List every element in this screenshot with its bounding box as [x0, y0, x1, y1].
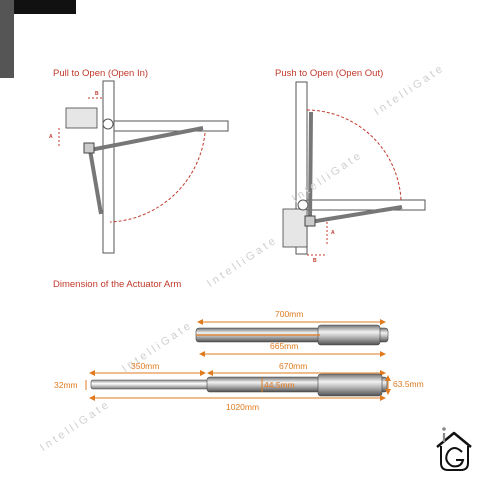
heading-pull-to-open: Pull to Open (Open In) [53, 68, 149, 79]
push-actuator-open [308, 111, 313, 223]
pull-actuator-open [88, 149, 103, 215]
push-marker-a: A [331, 230, 335, 236]
extended-rod [90, 379, 210, 390]
actuator-extended [85, 370, 391, 401]
dim-label-1020: 1020mm [226, 402, 260, 412]
retracted-motor [317, 324, 381, 346]
pull-post [102, 80, 115, 254]
dim-label-350: 350mm [131, 361, 160, 371]
push-actuator-closed [309, 205, 403, 224]
push-hinge [297, 199, 309, 211]
corner-strip [0, 0, 14, 78]
pull-gate-leaf [113, 120, 229, 132]
heading-actuator-dimension: Dimension of the Actuator Arm [53, 279, 182, 290]
pull-marker-b: B [95, 91, 99, 97]
pull-bracket-block [65, 107, 98, 129]
intelligate-logo [436, 427, 472, 471]
dim-label-44: 44.5mm [264, 380, 295, 390]
push-diagram [282, 81, 426, 256]
pull-hinge [102, 118, 114, 130]
push-gate-leaf [306, 199, 426, 211]
heading-push-to-open: Push to Open (Open Out) [275, 68, 384, 79]
push-swing-arc [306, 109, 402, 201]
pull-actuator-mount [83, 142, 95, 154]
pull-actuator-closed [89, 126, 204, 152]
pull-diagram [58, 80, 229, 254]
pull-swing-arc [109, 132, 206, 223]
push-actuator-mount [304, 215, 316, 227]
extended-motor [317, 373, 383, 397]
dim-label-700: 700mm [275, 309, 304, 319]
dim-label-670: 670mm [279, 361, 308, 371]
push-bracket-block [282, 208, 308, 248]
dim-label-63: 63.5mm [393, 379, 424, 389]
push-marker-b: B [313, 258, 317, 264]
dim-label-665: 665mm [270, 341, 299, 351]
pull-marker-a: A [49, 134, 53, 140]
dim-label-32: 32mm [54, 380, 78, 390]
corner-bar [0, 0, 76, 14]
push-post [295, 81, 308, 255]
actuator-retracted [195, 319, 389, 357]
